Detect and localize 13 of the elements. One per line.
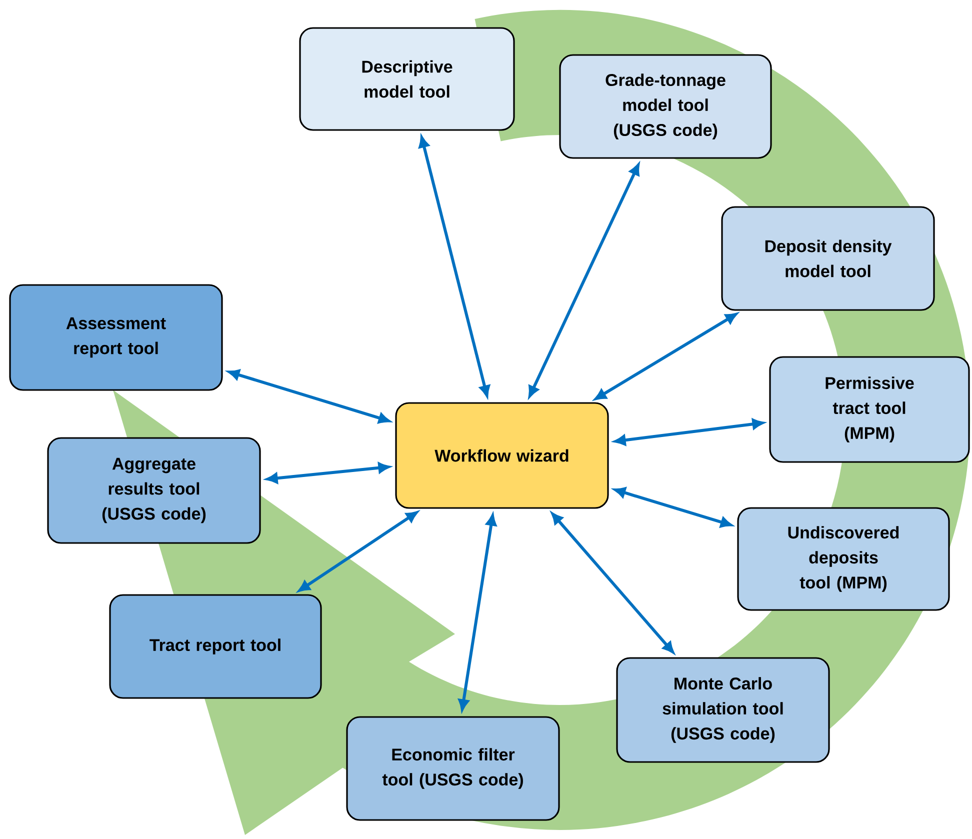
tool-box: Economic filter tool (USGS code)	[346, 716, 560, 821]
tool-box: Tract report tool	[109, 594, 322, 699]
tool-box: Undiscovered deposits tool (MPM)	[737, 507, 950, 611]
tool-box: Monte Carlo simulation tool (USGS code)	[616, 657, 830, 763]
arrow	[298, 511, 418, 592]
tool-box: Deposit density model tool	[721, 206, 935, 311]
tool-box: Permissive tract tool (MPM)	[769, 356, 970, 463]
wizard-box: Workflow wizard	[395, 402, 609, 509]
tool-box: Descriptive model tool	[299, 27, 515, 131]
tool-box: Aggregate results tool (USGS code)	[47, 437, 261, 544]
arrow	[552, 512, 674, 654]
tool-box: Assessment report tool	[9, 284, 223, 391]
tool-box: Grade-tonnage model tool (USGS code)	[559, 54, 772, 159]
